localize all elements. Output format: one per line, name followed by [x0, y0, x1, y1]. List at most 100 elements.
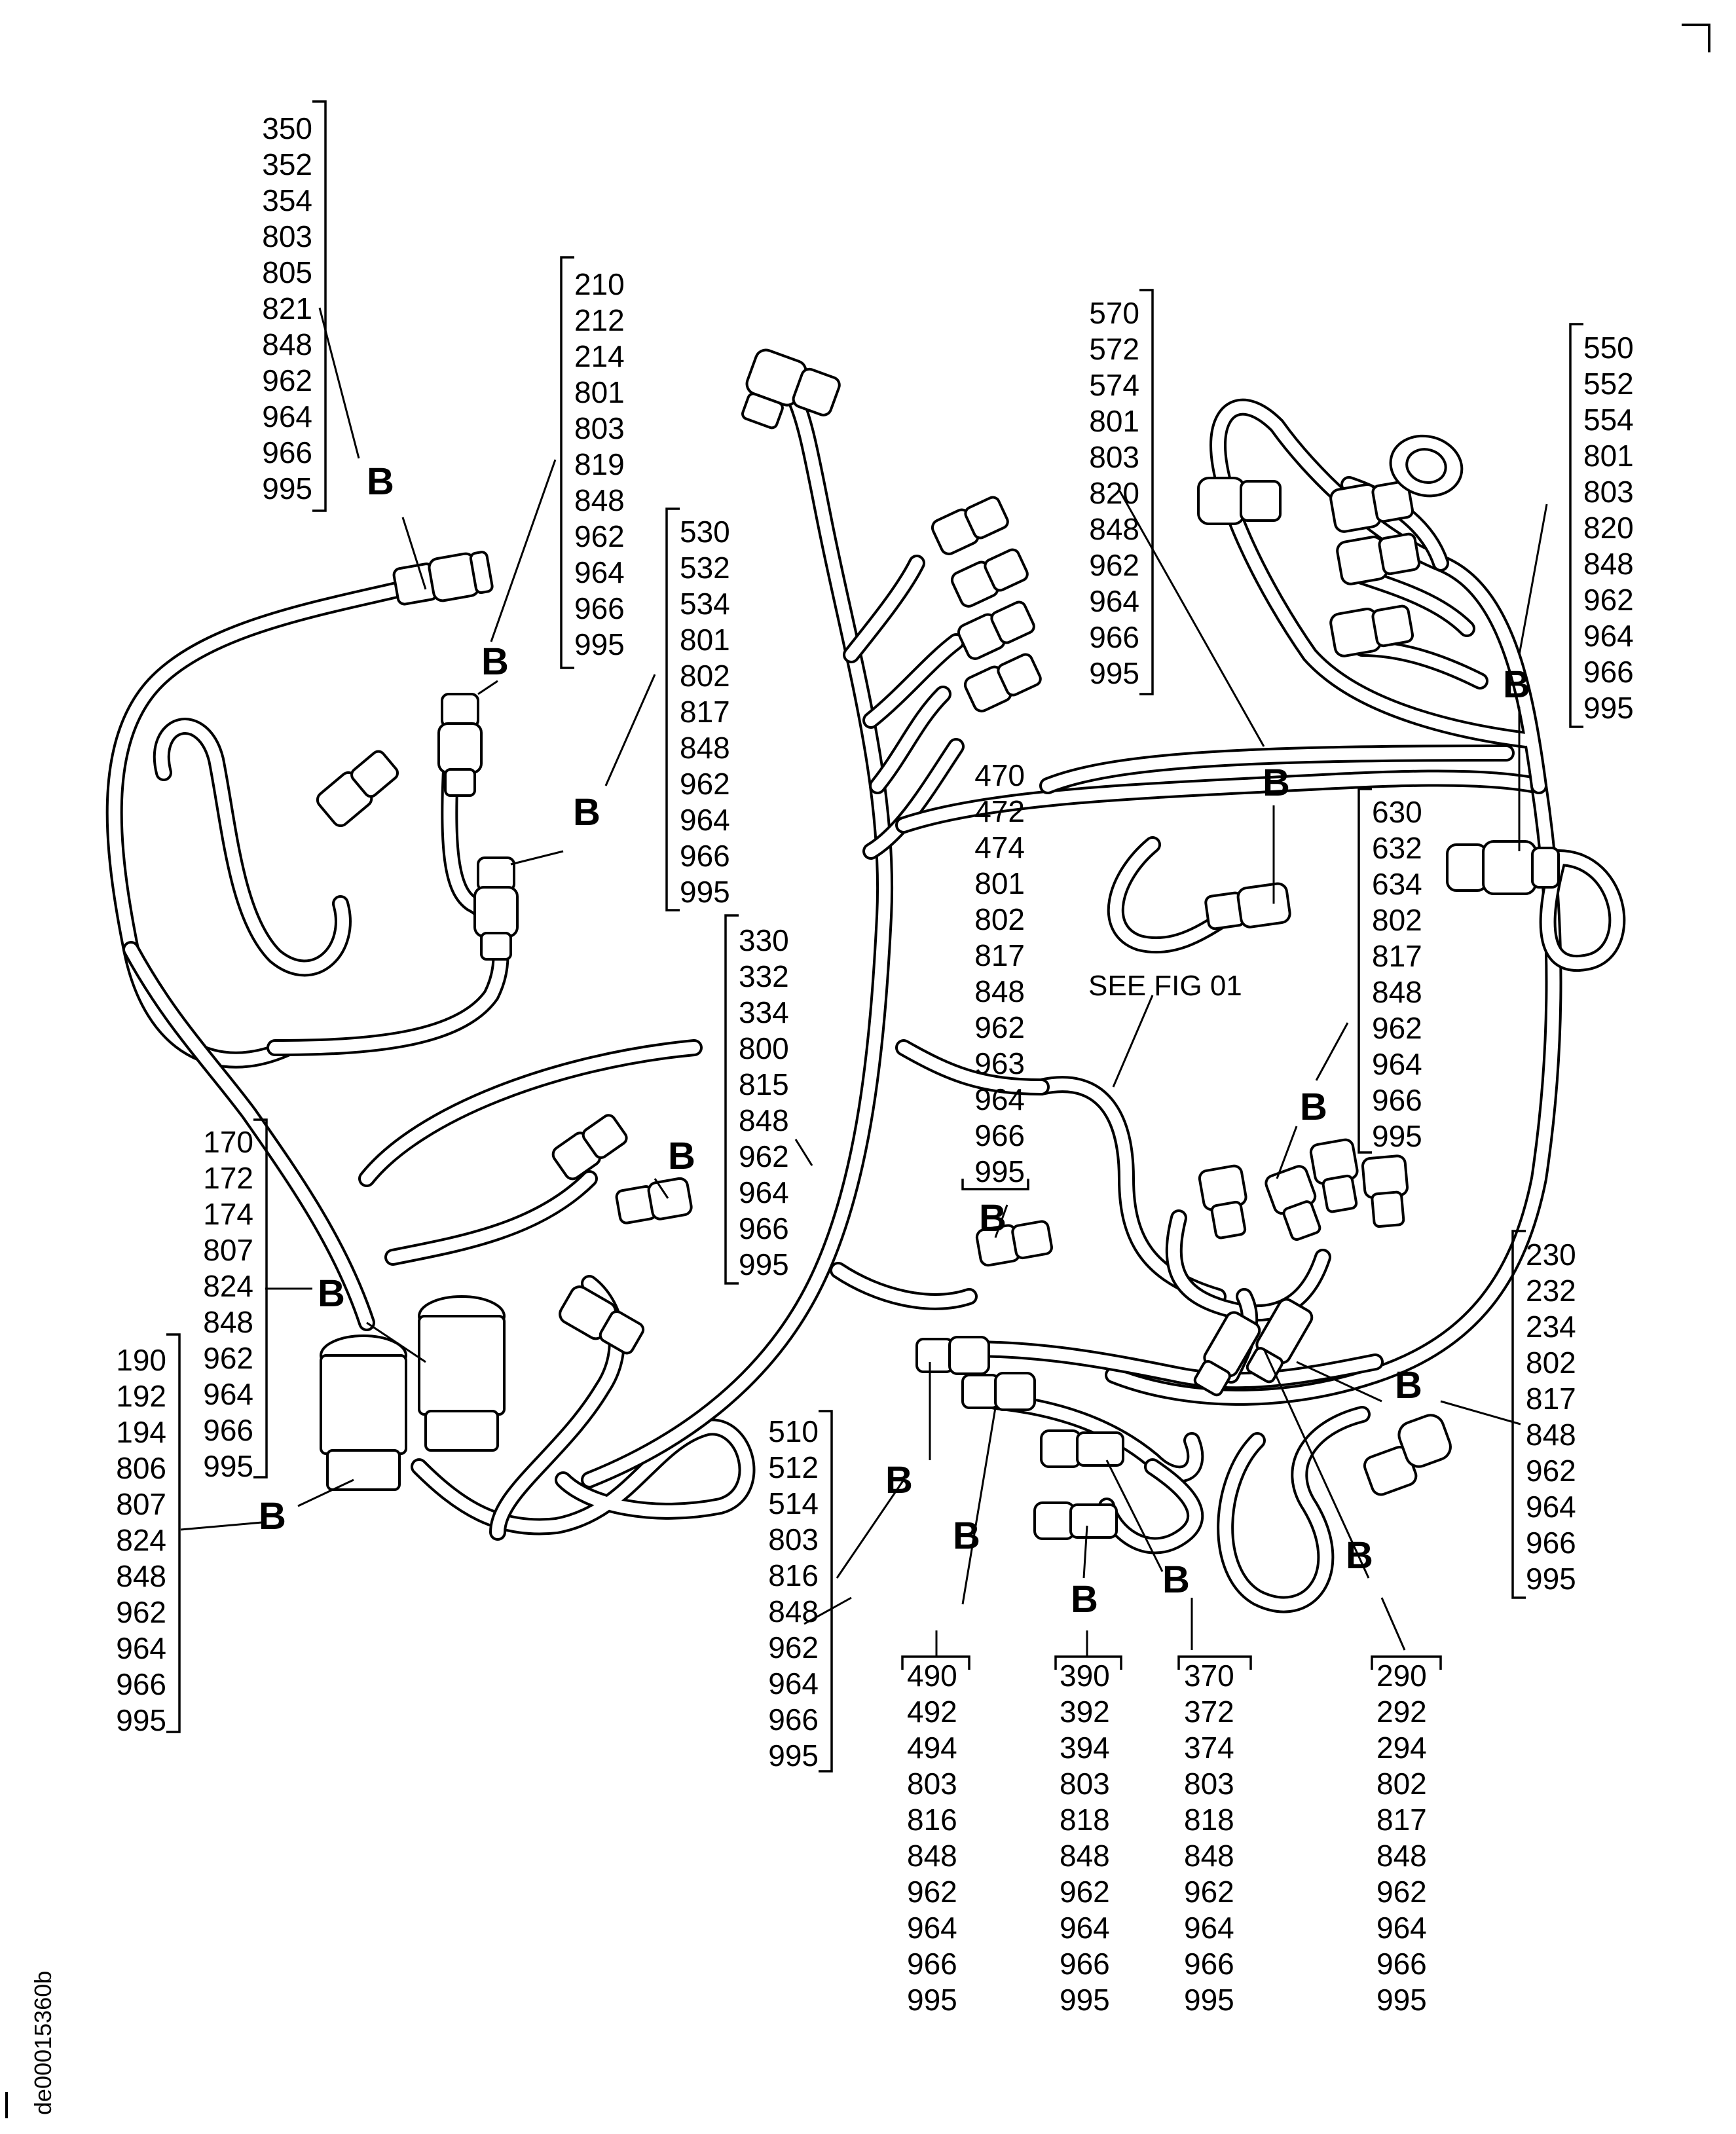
part-number: 964 — [680, 803, 730, 837]
part-number: 848 — [907, 1839, 957, 1873]
connector-210 — [437, 693, 483, 797]
part-number: 964 — [262, 399, 312, 433]
part-number: 815 — [739, 1067, 789, 1101]
part-number: 964 — [116, 1631, 166, 1665]
part-number: 494 — [907, 1731, 957, 1765]
part-number: 634 — [1372, 867, 1422, 901]
part-number: 802 — [1376, 1767, 1427, 1801]
part-number: 962 — [262, 363, 312, 397]
part-number: 962 — [1526, 1454, 1576, 1488]
connector-530 — [473, 856, 519, 961]
part-number: 848 — [1184, 1839, 1234, 1873]
part-number: 816 — [768, 1558, 819, 1592]
callout-b-510: B — [885, 1459, 913, 1501]
part-number: 802 — [974, 902, 1025, 936]
part-number: 824 — [116, 1523, 166, 1557]
connector-350 — [392, 551, 494, 606]
part-number: 848 — [1089, 512, 1139, 546]
part-number: 394 — [1060, 1731, 1110, 1765]
part-number: 818 — [1060, 1803, 1110, 1837]
part-number: 966 — [1089, 620, 1139, 654]
part-number: 510 — [768, 1414, 819, 1448]
part-number: 330 — [739, 923, 789, 957]
part-number: 532 — [680, 551, 730, 585]
part-number: 801 — [574, 375, 625, 409]
part-number: 966 — [1583, 655, 1634, 689]
part-number: 962 — [1184, 1875, 1234, 1909]
part-number: 964 — [1060, 1911, 1110, 1945]
part-number: 995 — [116, 1703, 166, 1737]
part-number: 572 — [1089, 332, 1139, 366]
connector-fan-1 — [931, 496, 1009, 555]
part-number: 534 — [680, 587, 730, 621]
part-number: 995 — [1526, 1562, 1576, 1596]
part-number: 370 — [1184, 1659, 1234, 1693]
part-number: 803 — [1184, 1767, 1234, 1801]
part-number: 964 — [1376, 1911, 1427, 1945]
part-number: 995 — [739, 1247, 789, 1281]
part-number: 292 — [1376, 1695, 1427, 1729]
part-number: 230 — [1526, 1238, 1576, 1272]
part-number: 962 — [116, 1595, 166, 1629]
connector-550-main — [1446, 840, 1560, 895]
connector-fan-4 — [963, 653, 1042, 712]
part-number: 492 — [907, 1695, 957, 1729]
part-number: 962 — [1372, 1011, 1422, 1045]
bracket-390 — [1054, 1655, 1122, 1670]
part-number: 803 — [1060, 1767, 1110, 1801]
connector-top-center — [741, 348, 841, 430]
part-number-columns: 3503523548038058218489629649669952102122… — [116, 111, 1634, 2017]
connector-tr-1 — [1197, 477, 1282, 525]
callout-b-630: B — [1300, 1086, 1327, 1128]
bracket-170 — [253, 1118, 268, 1479]
part-number: 334 — [739, 995, 789, 1029]
part-number: 801 — [1583, 439, 1634, 473]
part-number: 848 — [974, 974, 1025, 1008]
part-number: 212 — [574, 303, 625, 337]
bracket-330 — [724, 914, 739, 1285]
part-number: 962 — [1089, 548, 1139, 582]
connector-330-b — [615, 1177, 693, 1224]
part-number: 966 — [1376, 1947, 1427, 1981]
part-number: 962 — [574, 519, 625, 553]
part-number: 995 — [203, 1449, 253, 1483]
bracket-630 — [1357, 788, 1372, 1154]
part-number: 817 — [1376, 1803, 1427, 1837]
part-number: 803 — [1583, 475, 1634, 509]
part-number: 964 — [203, 1377, 253, 1411]
part-number: 995 — [974, 1154, 1025, 1188]
part-number: 817 — [1526, 1382, 1576, 1416]
part-number: 964 — [1372, 1047, 1422, 1081]
part-number: 332 — [739, 959, 789, 993]
part-number: 964 — [974, 1082, 1025, 1116]
part-number: 966 — [262, 435, 312, 469]
bracket-490 — [901, 1655, 970, 1670]
callout-b-370: B — [1162, 1558, 1190, 1601]
callout-b-170: B — [318, 1272, 345, 1315]
callout-b-350: B — [367, 460, 394, 503]
part-number: 995 — [768, 1738, 819, 1773]
part-number: 817 — [974, 938, 1025, 972]
part-number: 995 — [1376, 1983, 1427, 2017]
connector-190 — [320, 1334, 407, 1491]
part-number: 964 — [574, 555, 625, 589]
part-number: 234 — [1526, 1310, 1576, 1344]
part-number: 390 — [1060, 1659, 1110, 1693]
part-number: 472 — [974, 794, 1025, 828]
part-number: 194 — [116, 1415, 166, 1449]
part-number: 214 — [574, 339, 625, 373]
part-number: 470 — [974, 758, 1025, 792]
part-number: 807 — [116, 1487, 166, 1521]
connector-b-low-1 — [975, 1220, 1053, 1267]
part-number: 818 — [1184, 1803, 1234, 1837]
part-number: 848 — [203, 1305, 253, 1339]
part-number: 966 — [768, 1702, 819, 1737]
connector-tr-3 — [1336, 532, 1421, 585]
part-number: 824 — [203, 1269, 253, 1303]
